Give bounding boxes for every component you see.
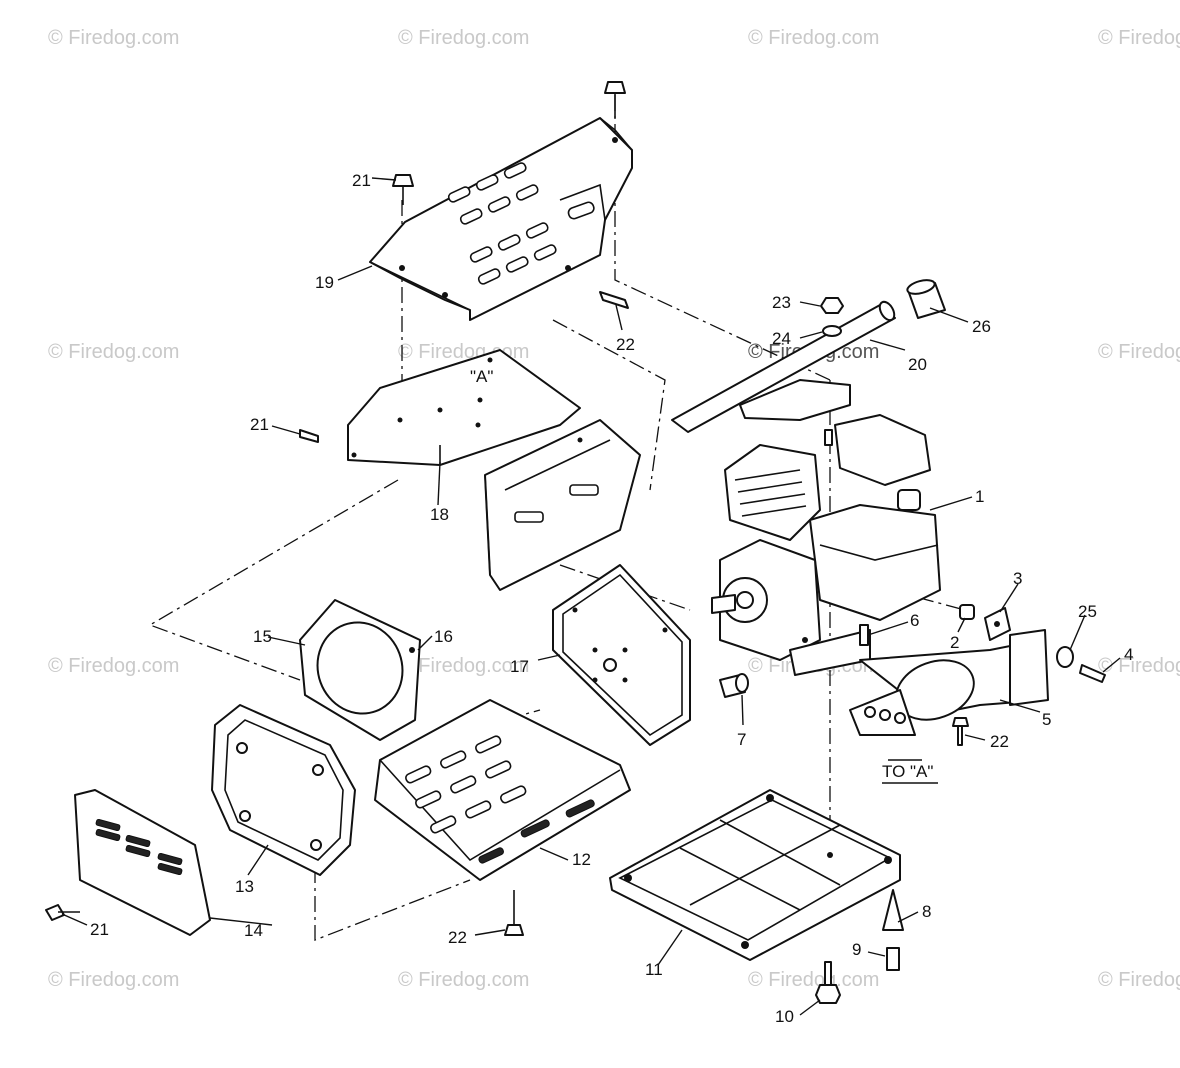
watermark: © Firedog.com [1098,341,1180,363]
part-2-3-gasket [959,604,1011,641]
callout-numbers: 1 2 3 4 5 6 7 8 9 10 11 12 13 14 15 16 1… [90,171,1133,1026]
callout-19: 19 [315,273,334,292]
callout-20: 20 [908,355,927,374]
watermark: © Firedog.com [748,27,879,49]
callout-12: 12 [572,850,591,869]
part-8-9-10-feet [815,889,904,1004]
part-15-16-ring-bracket [299,599,421,741]
callout-22: 22 [616,335,635,354]
callout-5: 5 [1042,710,1051,729]
part-20-handle [671,300,896,433]
callout-18: 18 [430,505,449,524]
watermark: © Firedog.com [748,969,879,991]
part-14-end-plate [74,789,211,936]
part-25-4-hardware [1056,646,1106,683]
watermark: © Firedog.com [398,655,529,677]
watermark: © Firedog.com [1098,655,1180,677]
callout-21: 21 [352,171,371,190]
watermark: © Firedog.com [398,969,529,991]
part-13-frame [211,704,356,876]
part-19-top-cover [369,117,633,321]
callout-21: 21 [250,415,269,434]
part-12-bottom-tray [374,699,631,881]
callout-23: 23 [772,293,791,312]
callout-4: 4 [1124,645,1133,664]
watermark: © Firedog.com [1098,27,1180,49]
part-26-sleeve [906,279,946,319]
callout-3: 3 [1013,569,1022,588]
callout-17: 17 [510,657,529,676]
callout-21: 21 [90,920,109,939]
callout-14: 14 [244,921,263,940]
callout-13: 13 [235,877,254,896]
part-23-24-nut-washer [820,297,844,337]
part-17-back-plate [552,564,691,746]
callout-16: 16 [434,627,453,646]
callout-22: 22 [448,928,467,947]
callout-2: 2 [950,633,959,652]
part-18-top-panel: "A" [347,349,581,466]
callout-26: 26 [972,317,991,336]
callout-25: 25 [1078,602,1097,621]
watermark: © Firedog.com [48,655,179,677]
callout-6: 6 [910,611,919,630]
watermark: © Firedog.com [48,341,179,363]
part-1-engine [711,414,941,676]
watermark: © Firedog.com [48,969,179,991]
leader-lines [61,177,1121,1016]
callout-7: 7 [737,730,746,749]
front-side-panel [484,419,641,591]
watermark: © Firedog.com [1098,969,1180,991]
hole-label-a: "A" [470,367,493,386]
watermark: © Firedog.com [48,27,179,49]
part-5-muffler [849,629,1049,736]
watermark-layer: © Firedog.com © Firedog.com © Firedog.co… [48,27,1180,991]
callout-8: 8 [922,902,931,921]
callout-22: 22 [990,732,1009,751]
part-11-base [609,789,901,961]
section-note-to-a: TO "A" [882,762,933,781]
callout-15: 15 [253,627,272,646]
callout-24: 24 [772,329,791,348]
callout-10: 10 [775,1007,794,1026]
callout-1: 1 [975,487,984,506]
callout-11: 11 [645,960,663,979]
part-6-7-fittings [719,624,869,698]
watermark: © Firedog.com [398,27,529,49]
callout-9: 9 [852,940,861,959]
